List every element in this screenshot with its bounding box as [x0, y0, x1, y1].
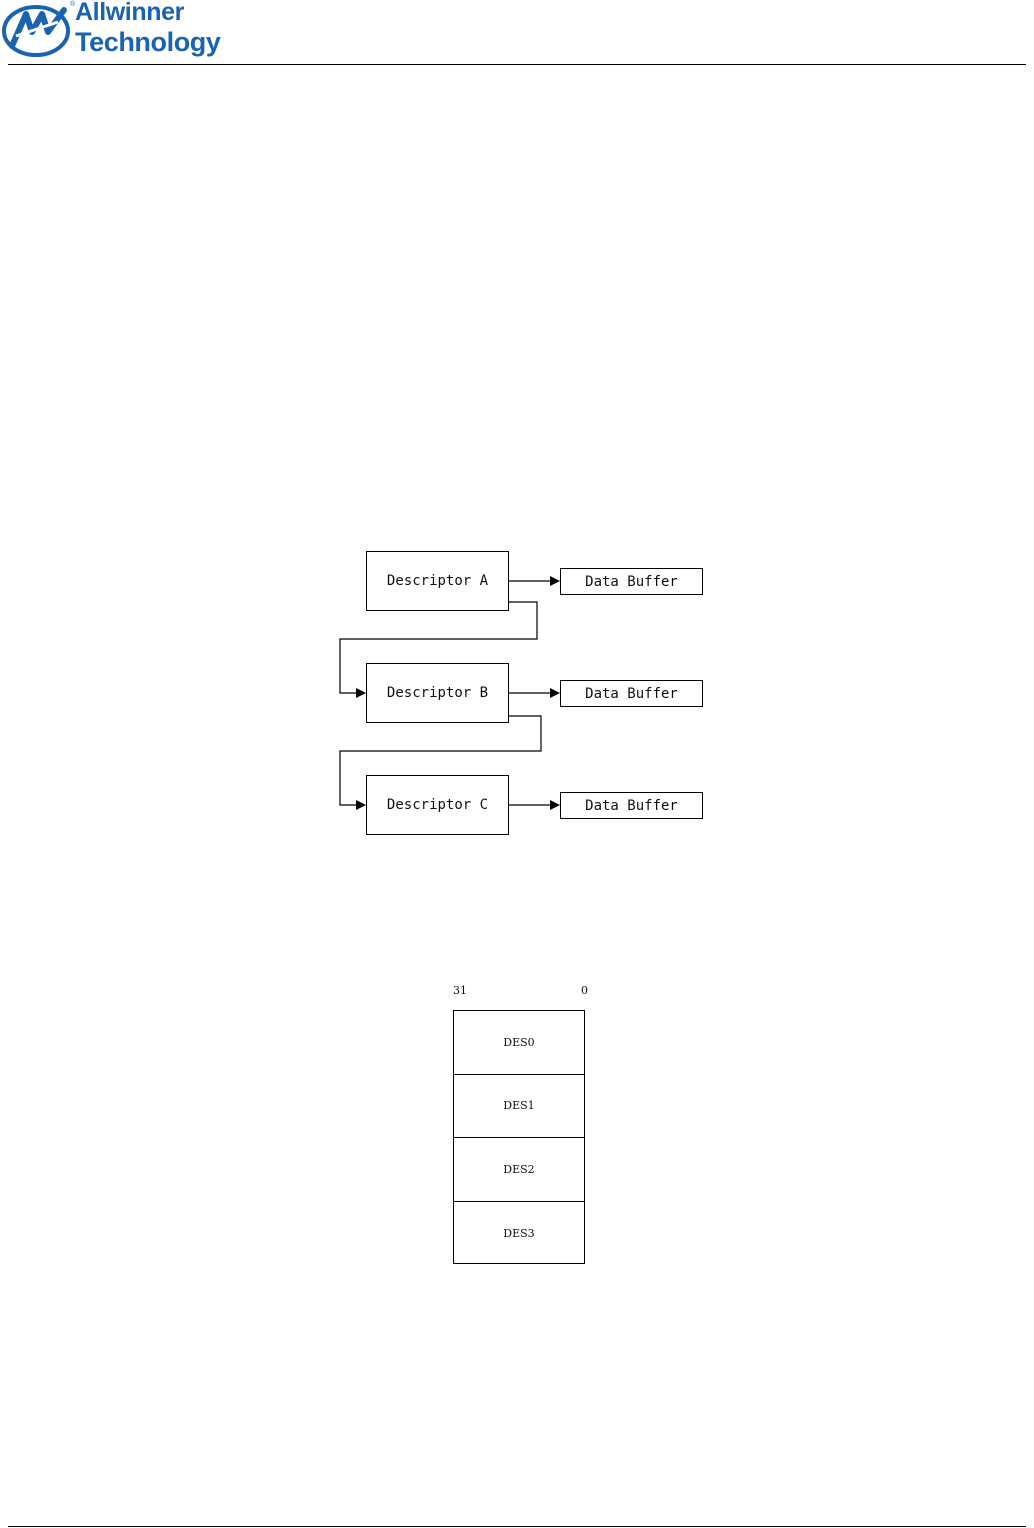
company-name-line2: Technology: [75, 27, 221, 57]
footer-rule: [8, 1526, 1026, 1527]
company-name-line1: Allwinner: [75, 0, 184, 26]
link-b-to-c: [339, 715, 542, 810]
data-buffer-box: Data Buffer: [560, 792, 703, 819]
descriptor-word: DES3: [503, 1226, 535, 1240]
descriptor-word: DES0: [454, 1011, 584, 1075]
registered-mark: ®: [70, 1, 76, 8]
descriptor-word-layout: 31 0 DES0 DES1 DES2 DES3: [452, 984, 592, 1266]
bit-msb-label: 31: [453, 984, 467, 997]
allwinner-aw-logo-icon: [2, 5, 70, 57]
descriptor-word: DES1: [454, 1075, 584, 1138]
header-rule: [8, 64, 1026, 65]
data-buffer-box: Data Buffer: [560, 680, 703, 707]
page-header: ® Allwinner Technology: [0, 0, 1034, 66]
descriptor-word-stack: DES0 DES1 DES2 DES3: [453, 1010, 585, 1264]
company-logo: ® Allwinner Technology: [0, 0, 240, 62]
descriptor-box: Descriptor B: [366, 663, 509, 723]
descriptor-word: DES2: [454, 1138, 584, 1202]
link-a-to-b: [339, 601, 538, 698]
bit-lsb-label: 0: [581, 984, 588, 997]
descriptor-box: Descriptor C: [366, 775, 509, 835]
descriptor-box: Descriptor A: [366, 551, 509, 611]
data-buffer-box: Data Buffer: [560, 568, 703, 595]
